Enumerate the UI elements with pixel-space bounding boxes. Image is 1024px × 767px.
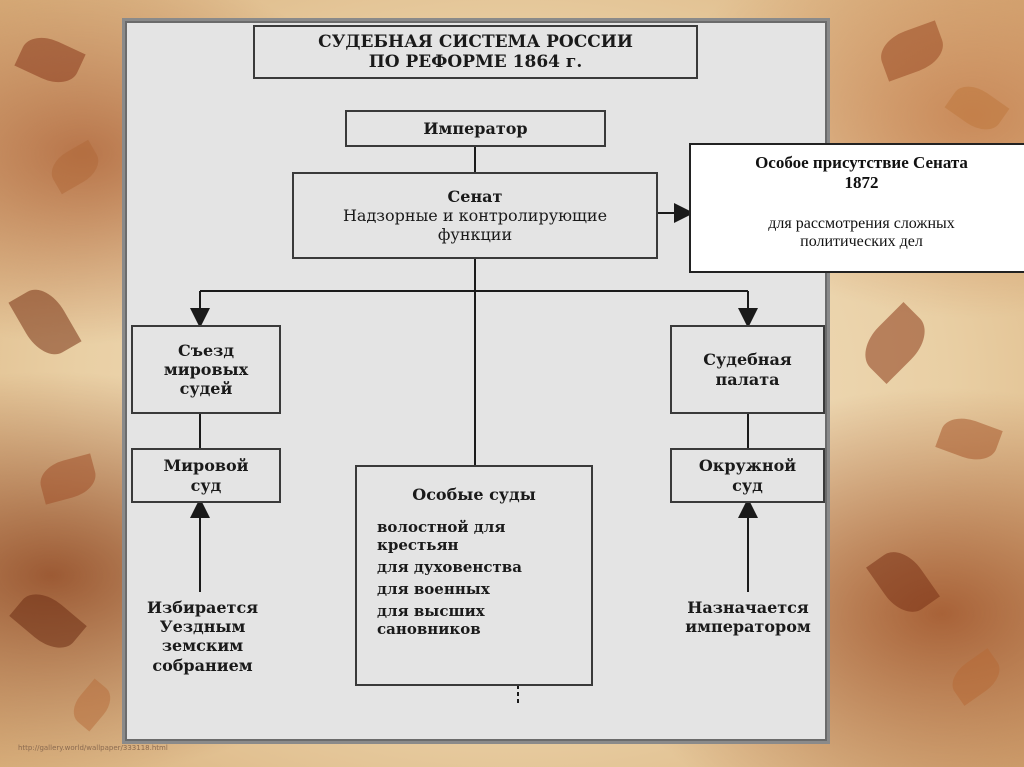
special-court-item: для духовенства — [377, 558, 522, 577]
election-note-line-1: Избирается — [146, 598, 259, 617]
title-line-1: СУДЕБНАЯ СИСТЕМА РОССИИ — [318, 31, 633, 52]
diagram-title: СУДЕБНАЯ СИСТЕМА РОССИИ ПО РЕФОРМЕ 1864 … — [253, 25, 698, 79]
justice-court-line-2: суд — [190, 475, 222, 495]
appointment-note-line-2: императором — [685, 617, 811, 637]
senate-function-line-1: Надзорные и контролирующие — [342, 205, 608, 225]
special-court-item: для высших — [377, 602, 485, 621]
election-note-line-3: земским — [161, 636, 244, 656]
decor-leaf — [14, 29, 86, 91]
senate-function-line-2: функции — [437, 225, 513, 245]
special-presence-desc-1: для рассмотрения сложных — [768, 215, 955, 232]
decor-leaf — [944, 77, 1010, 139]
decor-leaf — [44, 139, 106, 195]
election-note-line-4: собранием — [152, 655, 253, 675]
senate-name: Сенат — [447, 186, 503, 206]
justice-election-note: Избирается Уездным земским собранием — [125, 598, 280, 675]
decor-leaf — [9, 583, 87, 659]
district-court-box: Окружной суд — [670, 448, 825, 503]
decor-leaf — [8, 280, 82, 364]
congress-line-3: судей — [179, 379, 233, 399]
special-presence-desc-2: политических дел — [800, 233, 923, 250]
congress-line-2: мировых — [163, 359, 249, 379]
emperor-label: Император — [423, 118, 528, 138]
special-presence-box: Особое присутствие Сената 1872 для рассм… — [689, 143, 1024, 273]
decor-leaf — [935, 411, 1003, 467]
election-note-line-2: Уездным — [159, 617, 246, 637]
special-courts-box: Особые суды волостной для крестьян для д… — [355, 465, 593, 686]
special-court-item: для военных — [377, 580, 490, 599]
special-courts-list: волостной для крестьян для духовенства д… — [357, 514, 591, 638]
special-court-item: сановников — [377, 620, 481, 639]
emperor-box: Император — [345, 110, 606, 147]
justice-court-line-1: Мировой — [163, 456, 249, 476]
title-line-2: ПО РЕФОРМЕ 1864 г. — [368, 52, 583, 72]
senate-box: Сенат Надзорные и контролирующие функции — [292, 172, 658, 259]
chamber-line-1: Судебная — [703, 350, 792, 370]
judicial-chamber-box: Судебная палата — [670, 325, 825, 414]
district-court-line-1: Окружной — [698, 456, 797, 476]
decor-leaf — [866, 542, 940, 622]
special-presence-year: 1872 — [844, 173, 879, 192]
decor-leaf — [874, 20, 950, 82]
decor-leaf — [36, 453, 100, 505]
special-court-item: волостной для — [377, 518, 506, 537]
chamber-line-2: палата — [715, 369, 780, 389]
district-court-line-2: суд — [732, 475, 763, 495]
congress-line-1: Съезд — [177, 340, 235, 360]
congress-justices-box: Съезд мировых судей — [131, 325, 281, 414]
decor-leaf — [944, 648, 1008, 706]
watermark-url: http://gallery.world/wallpaper/333118.ht… — [18, 744, 168, 752]
decor-leaf — [66, 678, 118, 732]
justice-court-box: Мировой суд — [131, 448, 281, 503]
decor-leaf — [853, 301, 937, 385]
special-court-item: крестьян — [377, 536, 459, 555]
special-courts-title: Особые суды — [412, 485, 536, 504]
special-presence-title: Особое присутствие Сената — [755, 153, 968, 172]
appointment-note-line-1: Назначается — [687, 598, 809, 617]
appointment-note: Назначается императором — [668, 598, 828, 636]
